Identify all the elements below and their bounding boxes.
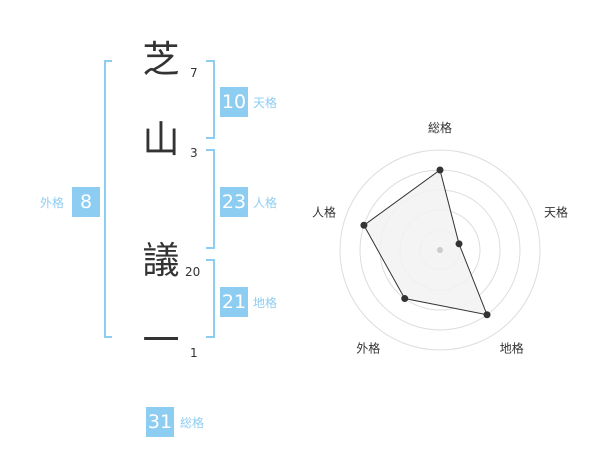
soukaku-label: 総格: [180, 416, 205, 430]
jinkaku-label: 人格: [253, 196, 278, 210]
soukaku-value-badge: 31: [146, 407, 174, 437]
radar-series-polygon: [363, 169, 488, 316]
radar-axis-label-1: 総格: [428, 120, 452, 135]
gaikaku-value-badge: 8: [72, 187, 100, 217]
chikaku-bracket: [206, 259, 215, 338]
stroke-count-2: 3: [190, 146, 198, 160]
radar-point-4: [401, 295, 409, 303]
radar-grid-ring: [339, 149, 541, 351]
tenkaku-label: 天格: [253, 96, 278, 110]
name-char-1: 芝: [142, 38, 180, 81]
stroke-count-3: 20: [185, 265, 201, 279]
gaikaku-label: 外格: [40, 196, 65, 210]
radar-point-3: [483, 311, 491, 319]
radar-center-dot: [437, 247, 443, 253]
tenkaku-bracket: [206, 60, 215, 139]
tenkaku-value-badge: 10: [220, 87, 248, 117]
radar-axis-label-3: 地格: [500, 341, 524, 356]
radar-axis-label-2: 天格: [544, 204, 568, 219]
radar-axis-label-4: 外格: [356, 341, 380, 356]
jinkaku-bracket: [206, 149, 215, 249]
radar-point-2: [455, 240, 463, 248]
chikaku-value-badge: 21: [220, 287, 248, 317]
stroke-count-1: 7: [190, 66, 198, 80]
radar-point-5: [360, 221, 368, 229]
name-char-2: 山: [142, 118, 180, 161]
name-char-4: 一: [142, 319, 180, 362]
gaikaku-bracket: [104, 60, 112, 338]
stroke-count-4: 1: [190, 346, 198, 360]
chikaku-label: 地格: [253, 296, 278, 310]
name-char-3: 議: [142, 239, 180, 282]
radar-axis-label-5: 人格: [312, 204, 336, 219]
jinkaku-value-badge: 23: [220, 187, 248, 217]
radar-point-1: [436, 166, 444, 174]
